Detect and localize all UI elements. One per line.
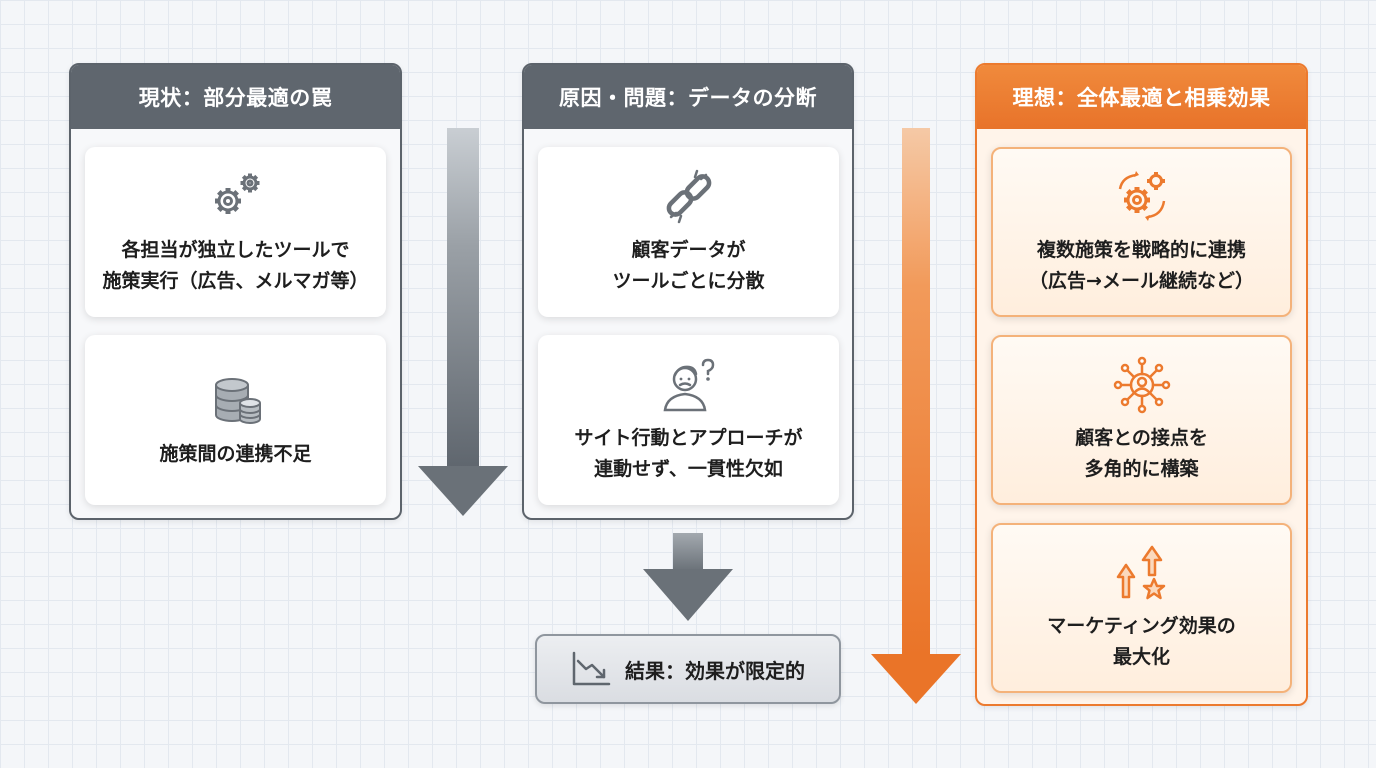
card-text: 複数施策を戦略的に連携 （広告→メール継続など）: [1029, 239, 1254, 292]
card-lack-of-coordination: 施策間の連携不足: [85, 335, 386, 505]
down-arrow-gray-large: [418, 128, 508, 516]
panel-header: 現状：部分最適の罠: [71, 65, 400, 129]
card-text: 各担当が独立したツールで 施策実行（広告、メルマガ等）: [102, 239, 369, 292]
gears-icon: [214, 173, 259, 214]
card-text: マーケティング効果の 最大化: [1047, 615, 1236, 668]
card-text: 施策間の連携不足: [159, 442, 312, 465]
down-arrow-orange-large: [871, 128, 961, 704]
trend-down-icon: [572, 651, 611, 686]
card-customer-touchpoints: 顧客との接点を 多角的に構築: [991, 335, 1292, 505]
card-independent-tools: 各担当が独立したツールで 施策実行（広告、メルマガ等）: [85, 147, 386, 317]
down-arrow-gray-small: [643, 533, 733, 621]
card-inconsistent-approach: サイト行動とアプローチが 連動せず、一貫性欠如: [538, 335, 839, 505]
card-text: 顧客データが ツールごとに分散: [612, 239, 765, 292]
card-maximize-effect: マーケティング効果の 最大化: [991, 523, 1292, 693]
card-text: 顧客との接点を 多角的に構築: [1075, 427, 1208, 480]
card-strategic-coordination: 複数施策を戦略的に連携 （広告→メール継続など）: [991, 147, 1292, 317]
growth-star-icon: [1116, 545, 1165, 600]
panel-current-state: 現状：部分最適の罠: [69, 63, 402, 520]
broken-link-icon: [666, 169, 711, 224]
panel-cause-problem: 原因・問題：データの分断 顧客データが ツールごとに分散: [522, 63, 854, 520]
result-text: 結果：効果が限定的: [625, 658, 805, 683]
panel-header: 原因・問題：データの分断: [524, 65, 852, 129]
card-data-scattered: 顧客データが ツールごとに分散: [538, 147, 839, 317]
sync-gears-icon: [1118, 171, 1165, 221]
card-text: サイト行動とアプローチが 連動せず、一貫性欠如: [574, 427, 803, 480]
network-person-icon: [1113, 356, 1170, 414]
panel-header: 理想：全体最適と相乗効果: [977, 65, 1306, 129]
panel-ideal-state: 理想：全体最適と相乗効果: [975, 63, 1308, 706]
confused-person-icon: [663, 358, 714, 412]
database-icon: [214, 377, 261, 424]
result-box: 結果：効果が限定的: [535, 634, 841, 704]
